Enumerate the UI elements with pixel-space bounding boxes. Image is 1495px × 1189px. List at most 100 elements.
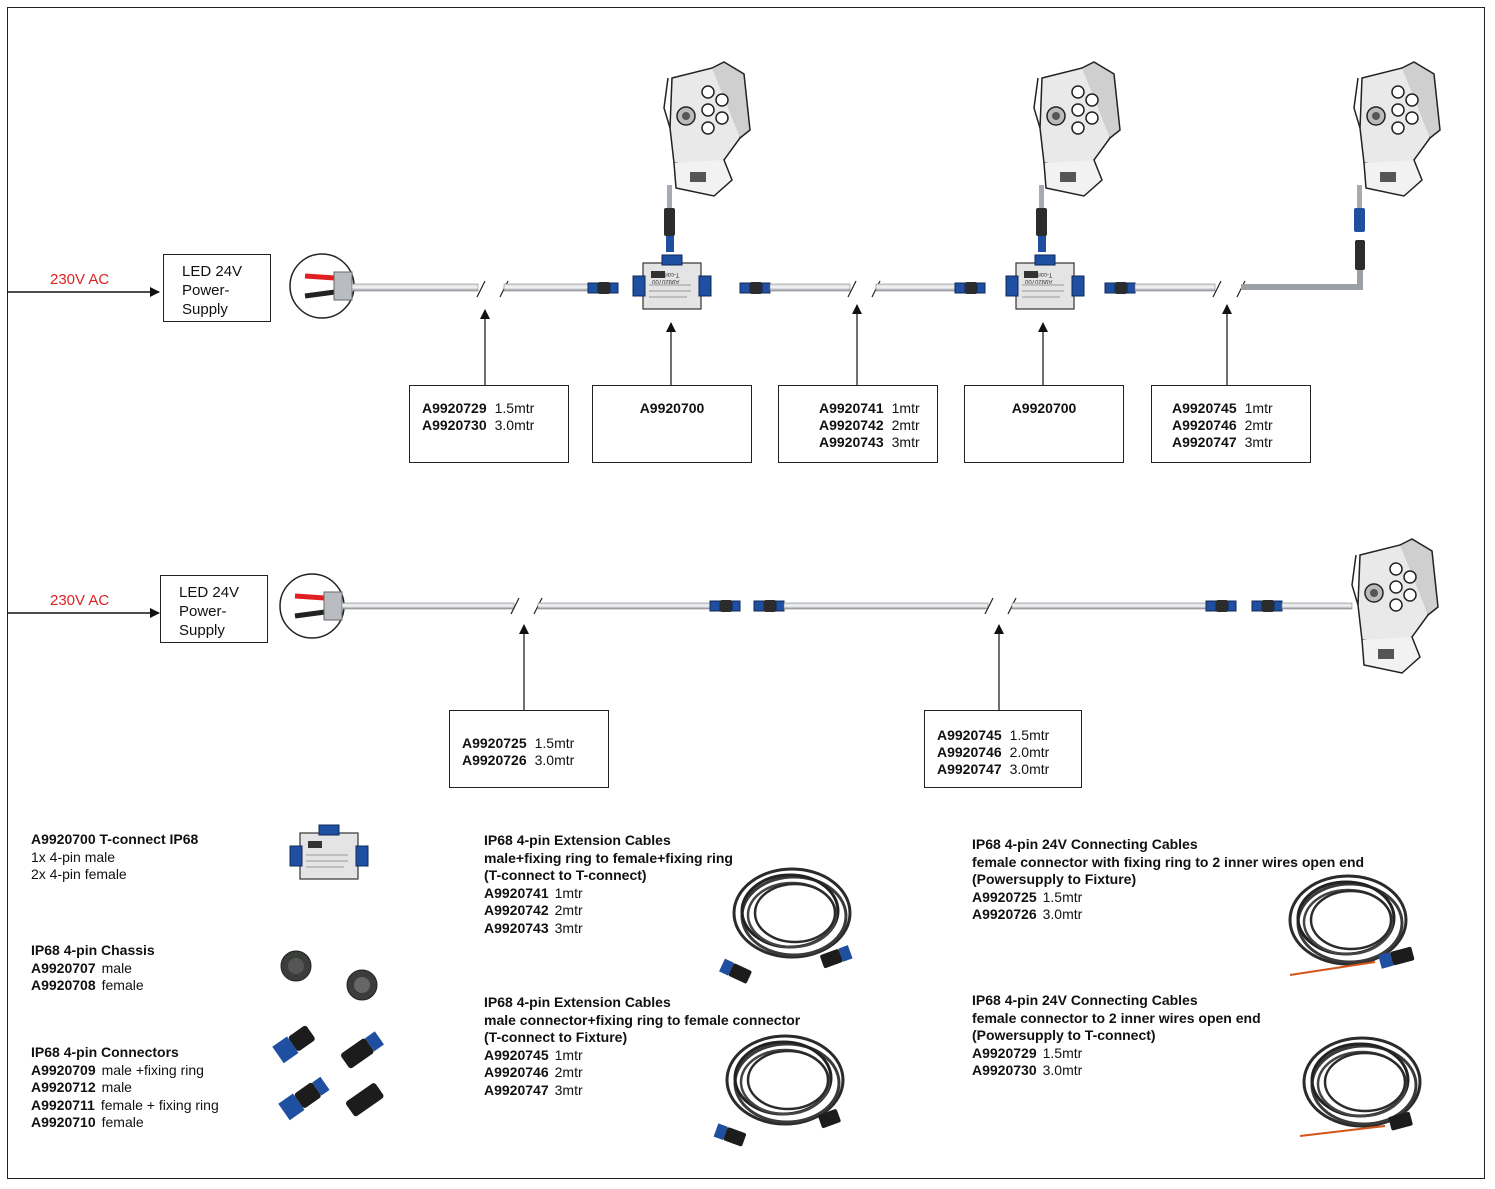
cable — [341, 602, 515, 610]
led-fixture-icon — [1033, 61, 1121, 197]
power-supply-label: Power- — [182, 282, 230, 299]
cable-coil-icon — [1302, 1036, 1422, 1128]
led-fixture-icon — [663, 61, 751, 197]
connector-product-icon — [272, 1025, 384, 1121]
cable — [875, 283, 957, 292]
cable — [503, 283, 591, 292]
chassis-male-icon — [280, 950, 312, 982]
catalog-extension-2: IP68 4-pin Extension Cables male connect… — [484, 994, 800, 1099]
part-number-box: A9920700 — [964, 385, 1124, 463]
power-supply-label: LED 24V — [179, 584, 240, 601]
catalog-tconnect: A9920700 T-connect IP68 1x 4-pin male 2x… — [31, 831, 198, 884]
ac-voltage-label: 230V AC — [50, 271, 110, 288]
diagram-frame — [7, 7, 1485, 1179]
diagram-1 — [7, 61, 1441, 385]
t-connect-product-icon — [289, 824, 369, 880]
cable — [1281, 602, 1353, 610]
catalog-heading: IP68 4-pin 24V Connecting Cables — [972, 992, 1198, 1008]
catalog-heading: IP68 4-pin 24V Connecting Cables — [972, 836, 1198, 852]
led-fixture-icon — [1351, 538, 1439, 674]
cable-connector-icon — [666, 236, 674, 252]
cable-connector-icon — [587, 281, 619, 295]
diagram-2 — [7, 538, 1439, 710]
cable — [1134, 283, 1216, 292]
cable-connector-icon — [1355, 240, 1365, 270]
cable-connector-icon — [1038, 236, 1046, 252]
cable-connector-icon — [1205, 599, 1237, 613]
break-mark — [847, 280, 857, 298]
power-supply-label: Power- — [179, 603, 227, 620]
cable — [1357, 185, 1362, 210]
cable — [1011, 602, 1209, 610]
cable-connector-icon — [739, 281, 771, 295]
cable — [537, 602, 711, 610]
cable — [351, 283, 479, 292]
coil-connectors-icon — [713, 1109, 841, 1147]
catalog-line: 1x 4-pin male — [31, 848, 116, 865]
power-supply-label: Supply — [179, 622, 225, 639]
catalog-line: 2x 4-pin female — [31, 866, 127, 882]
power-supply-label: Supply — [182, 301, 228, 318]
wire-end-icon — [279, 573, 345, 639]
catalog-heading: (Powersupply to T-connect) — [972, 1027, 1156, 1043]
catalog-heading: IP68 4-pin Extension Cables — [484, 994, 671, 1010]
catalog-heading: (Powersupply to Fixture) — [972, 871, 1137, 887]
cable-connector-icon — [1354, 208, 1365, 232]
cable — [769, 283, 851, 292]
cable-connector-icon — [753, 599, 785, 613]
power-supply-box: LED 24V Power- Supply — [163, 254, 271, 322]
catalog-heading: A9920700 T-connect IP68 — [31, 831, 199, 847]
cable-connector-icon — [954, 281, 986, 295]
catalog-heading: male+fixing ring to female+fixing ring — [484, 849, 733, 866]
coil-connectors-icon — [719, 945, 853, 984]
ac-voltage-label: 230V AC — [50, 592, 110, 609]
cable-connector-icon — [664, 208, 675, 236]
catalog-connecting-1: IP68 4-pin 24V Connecting Cables female … — [972, 836, 1364, 924]
cable — [1241, 250, 1363, 290]
break-mark — [476, 280, 486, 298]
power-supply-label: LED 24V — [182, 263, 243, 280]
catalog-heading: (T-connect to Fixture) — [484, 1029, 628, 1045]
led-fixture-icon — [1353, 61, 1441, 197]
cable-connector-icon — [1036, 208, 1047, 236]
part-number: A9920700 — [1011, 400, 1077, 416]
catalog-heading: IP68 4-pin Chassis — [31, 942, 155, 958]
cable-connector-icon — [1251, 599, 1283, 613]
part-number-box: A9920700 — [592, 385, 752, 463]
catalog-heading: IP68 4-pin Extension Cables — [484, 832, 671, 848]
cable-connector-icon — [709, 599, 741, 613]
catalog-heading: female connector to 2 inner wires open e… — [972, 1009, 1261, 1026]
chassis-female-icon — [346, 969, 378, 1001]
catalog-heading: female connector with fixing ring to 2 i… — [972, 853, 1365, 870]
cable — [783, 602, 989, 610]
